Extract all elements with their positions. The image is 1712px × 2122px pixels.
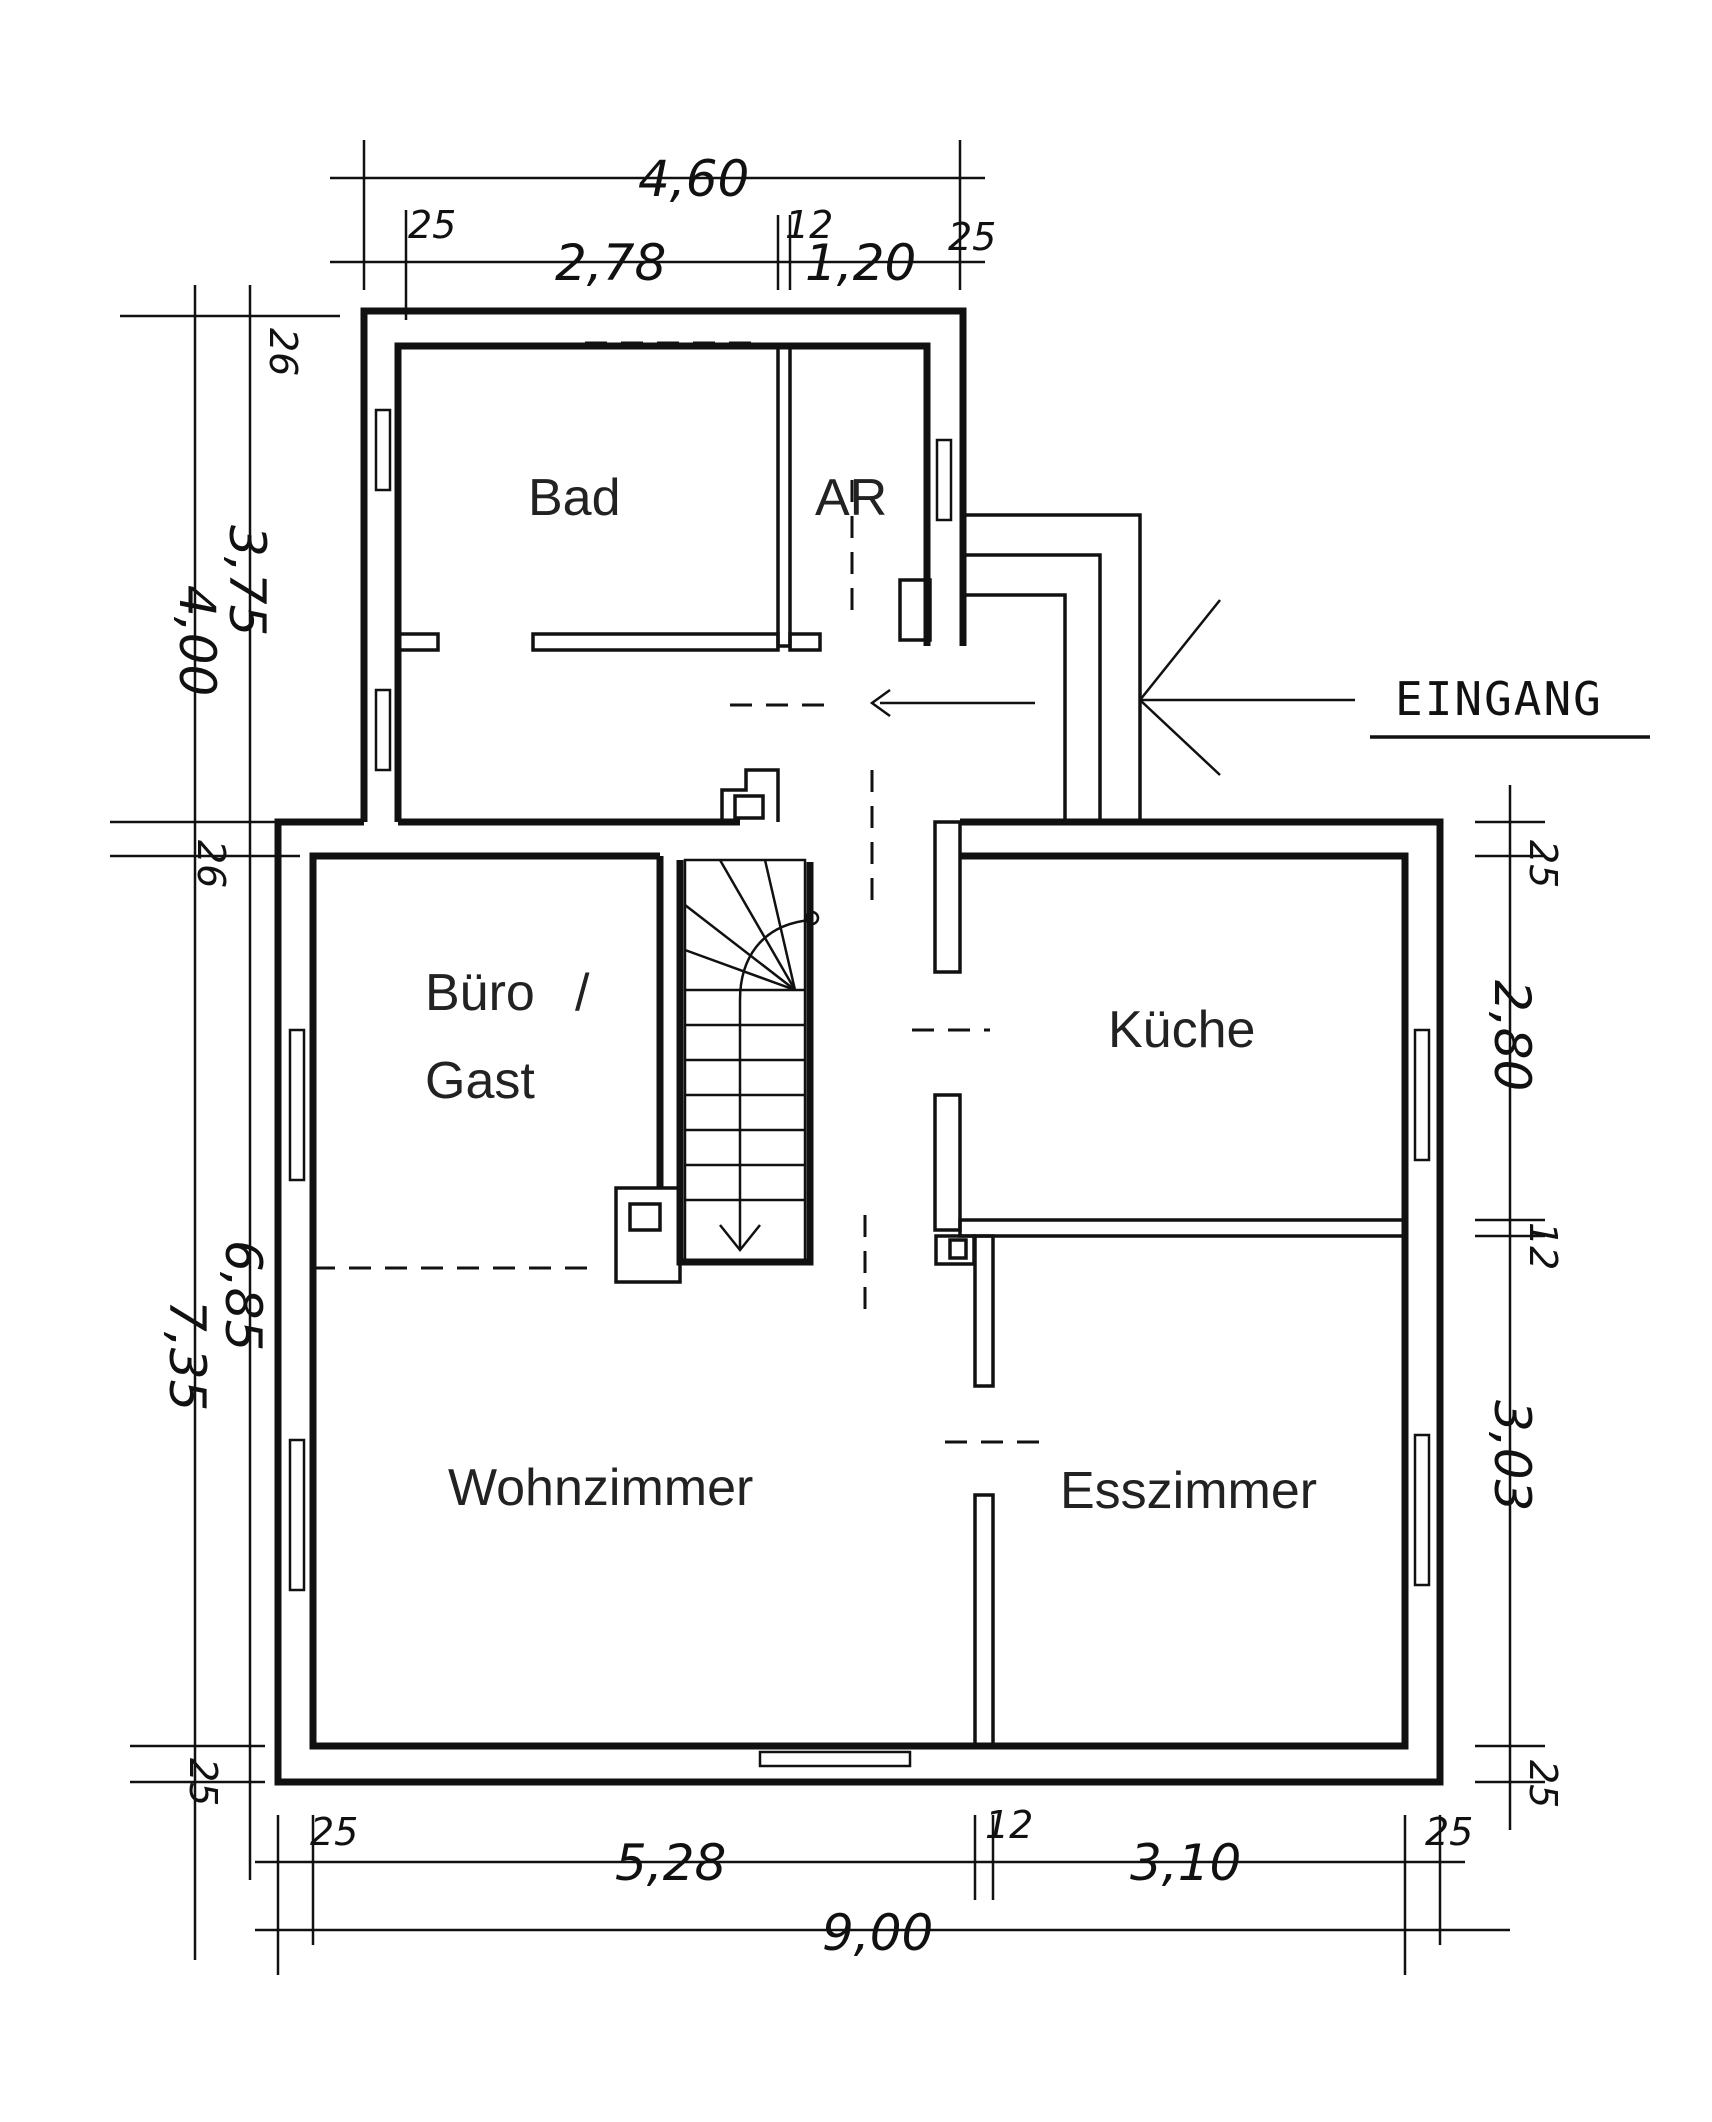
- kitchen-bottom-wall: [958, 1218, 1407, 1238]
- window-wohn-bottom: [758, 1750, 912, 1768]
- window-wohn-left: [288, 1438, 306, 1592]
- dim-bottom-wall-right: 25: [1425, 1810, 1473, 1854]
- dim-left-wall-mid: 26: [189, 840, 233, 888]
- dim-right-inner-wall: 12: [1521, 1222, 1565, 1270]
- dim-bottom-wall-left: 25: [310, 1810, 358, 1854]
- stair-start-mark: [804, 910, 820, 926]
- dim-top-total: 4,60: [638, 150, 749, 208]
- stair-chimney: [614, 1186, 682, 1284]
- dim-left-wall-top: 26: [261, 328, 305, 376]
- entrance-path: [869, 513, 1650, 822]
- room-label-buero: Büro: [425, 964, 535, 1022]
- window-annex-left: [374, 688, 392, 772]
- room-label-kueche: Küche: [1108, 1001, 1255, 1059]
- corridor-wall-upper: [933, 820, 962, 974]
- window-buero: [288, 1028, 306, 1182]
- ar-corner: [898, 578, 932, 642]
- main-inner-wall-left: [309, 852, 1409, 1750]
- door-lines: [313, 341, 1045, 1444]
- dim-right-wall-top: 25: [1521, 840, 1565, 888]
- room-label-bad: Bad: [528, 469, 621, 527]
- dim-left-outer-top: 4,00: [168, 585, 226, 696]
- stair-winder-4: [763, 859, 797, 991]
- staircase: [683, 858, 820, 1262]
- ess-left-wall-lower: [973, 1493, 995, 1748]
- bath-wall-stub: [396, 632, 440, 652]
- walls: [274, 307, 1444, 1786]
- window-bad-left: [374, 408, 392, 492]
- stair-chimney-flue: [628, 1202, 662, 1232]
- stair-enclosure: [676, 860, 814, 1266]
- dim-top-bad: 2,78: [555, 234, 666, 292]
- window-kueche: [1413, 1028, 1431, 1162]
- entrance-arrow-head-up: [1139, 599, 1221, 701]
- annex-outer-wall: [360, 307, 967, 822]
- room-label-wohnzimmer: Wohnzimmer: [448, 1459, 753, 1517]
- entrance-arrow-head-down: [1139, 699, 1221, 776]
- stair-walkline: [738, 918, 811, 1250]
- dim-left-inner-bottom: 6,85: [214, 1240, 272, 1351]
- dim-top-inner-wall: 12: [785, 203, 833, 247]
- dim-right-ess: 3,03: [1483, 1400, 1541, 1511]
- dim-top-wall-left: 25: [408, 203, 456, 247]
- stair-winder-1: [684, 948, 796, 992]
- entrance-path-inner: [963, 593, 1067, 822]
- corridor-wall-mid: [933, 1093, 962, 1232]
- room-label-buero-slash: /: [575, 964, 590, 1022]
- chimney-flue: [948, 1238, 968, 1260]
- dim-bottom-wohn: 5,28: [615, 1834, 726, 1892]
- dim-left-inner-top: 3,75: [218, 525, 276, 636]
- room-label-esszimmer: Esszimmer: [1060, 1462, 1317, 1520]
- window-ar-right: [935, 438, 953, 522]
- dim-right-wall-bottom: 25: [1521, 1760, 1565, 1808]
- entrance-path-mid: [963, 553, 1102, 822]
- dim-bottom-ess: 3,10: [1130, 1834, 1241, 1892]
- room-labels: Bad AR Büro / Gast Küche Wohnzimmer Essz…: [425, 469, 1603, 1520]
- stair-arrow: [719, 1224, 761, 1253]
- hall-direction-arrow: [869, 688, 891, 718]
- dimension-lines: [110, 140, 1545, 1975]
- dimension-labels: 4,60 25 2,78 12 1,20 25 4,00 3,75 26 26 …: [158, 150, 1565, 1962]
- room-label-ar: AR: [815, 469, 887, 527]
- entrance-label: EINGANG: [1395, 672, 1603, 726]
- ess-left-wall-upper: [973, 1234, 995, 1388]
- ar-wall-stub: [788, 632, 822, 652]
- bath-wall: [531, 632, 780, 652]
- dim-bottom-total: 9,00: [822, 1904, 933, 1962]
- stair-winder-2: [684, 904, 796, 991]
- dim-right-kueche: 2,80: [1483, 980, 1541, 1091]
- window-ess: [1413, 1433, 1431, 1587]
- chimney: [934, 1234, 976, 1266]
- dim-bottom-inner-wall: 12: [985, 1803, 1033, 1847]
- dim-top-ar: 1,20: [805, 234, 916, 292]
- stair-winder-3: [718, 859, 797, 991]
- entrance-path-outer: [963, 513, 1142, 822]
- bad-ar-partition: [776, 344, 792, 648]
- annex-inner-wall: [394, 342, 931, 822]
- windows: [288, 408, 1431, 1768]
- dim-top-wall-right: 25: [948, 215, 996, 259]
- stair-notch: [720, 768, 780, 822]
- dim-left-outer-bottom: 7,35: [158, 1300, 216, 1411]
- stair-notch-box: [733, 794, 765, 820]
- room-label-gast: Gast: [425, 1052, 535, 1110]
- dim-left-wall-bottom: 25: [181, 1758, 225, 1806]
